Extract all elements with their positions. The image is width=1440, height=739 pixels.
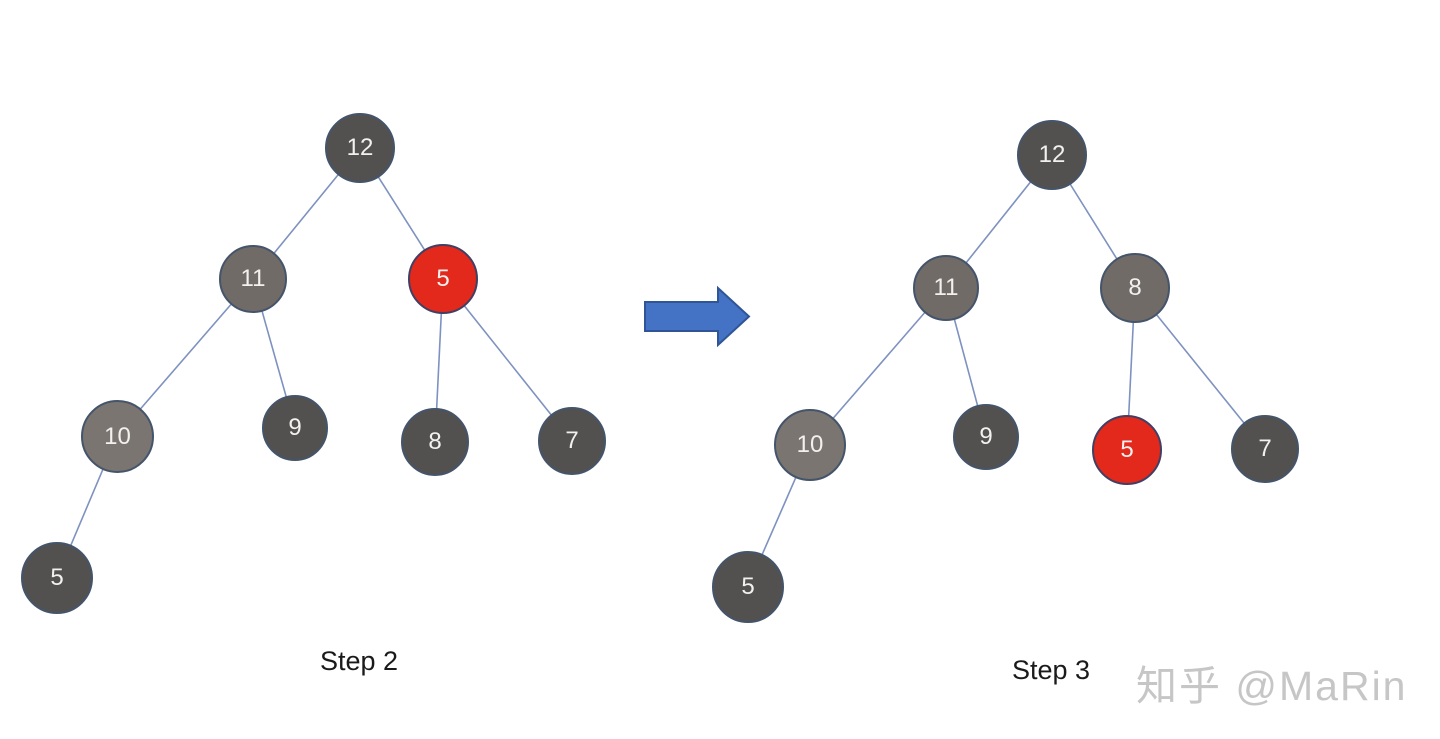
- node-label: 5: [50, 564, 64, 591]
- node-label: 10: [104, 422, 131, 450]
- step2-node-11: 11: [219, 245, 287, 313]
- step3-node-11: 11: [913, 255, 979, 321]
- step3-node-10: 10: [774, 409, 846, 481]
- node-label: 7: [1258, 435, 1272, 462]
- node-label: 9: [979, 423, 993, 450]
- step2-node-9: 9: [262, 395, 328, 461]
- step2-node-10: 10: [81, 400, 154, 473]
- zhihu-watermark: 知乎 @MaRin: [1136, 663, 1408, 709]
- node-label: 9: [288, 414, 302, 441]
- step3-node-5-highlight: 5: [1092, 415, 1162, 485]
- step2-node-5-leaf: 5: [21, 542, 93, 614]
- step3-node-8: 8: [1100, 253, 1170, 323]
- step2-node-7: 7: [538, 407, 606, 475]
- step3-caption: Step 3: [1011, 655, 1091, 685]
- step2-node-12: 12: [325, 113, 395, 183]
- node-label: 5: [1120, 436, 1134, 463]
- step3-edges: [747, 154, 1266, 588]
- node-label: 8: [428, 428, 442, 455]
- node-label: 10: [796, 431, 824, 458]
- step3-node-9: 9: [953, 404, 1019, 470]
- node-label: 12: [1038, 141, 1066, 168]
- node-label: 5: [741, 573, 755, 600]
- node-label: 7: [565, 427, 579, 454]
- node-label: 5: [436, 265, 450, 292]
- step3-node-5-leaf: 5: [712, 551, 784, 623]
- step2-node-8: 8: [401, 408, 469, 476]
- node-label: 11: [933, 274, 959, 301]
- node-label: 8: [1128, 274, 1142, 301]
- step3-node-7: 7: [1231, 415, 1299, 483]
- step2-caption: Step 2: [319, 646, 399, 676]
- node-label: 12: [346, 134, 374, 161]
- step2-edges: [56, 147, 573, 579]
- step2-node-5-highlight: 5: [408, 244, 478, 314]
- right-arrow-icon: [644, 285, 751, 348]
- node-label: 11: [240, 265, 266, 292]
- step3-node-12: 12: [1017, 120, 1087, 190]
